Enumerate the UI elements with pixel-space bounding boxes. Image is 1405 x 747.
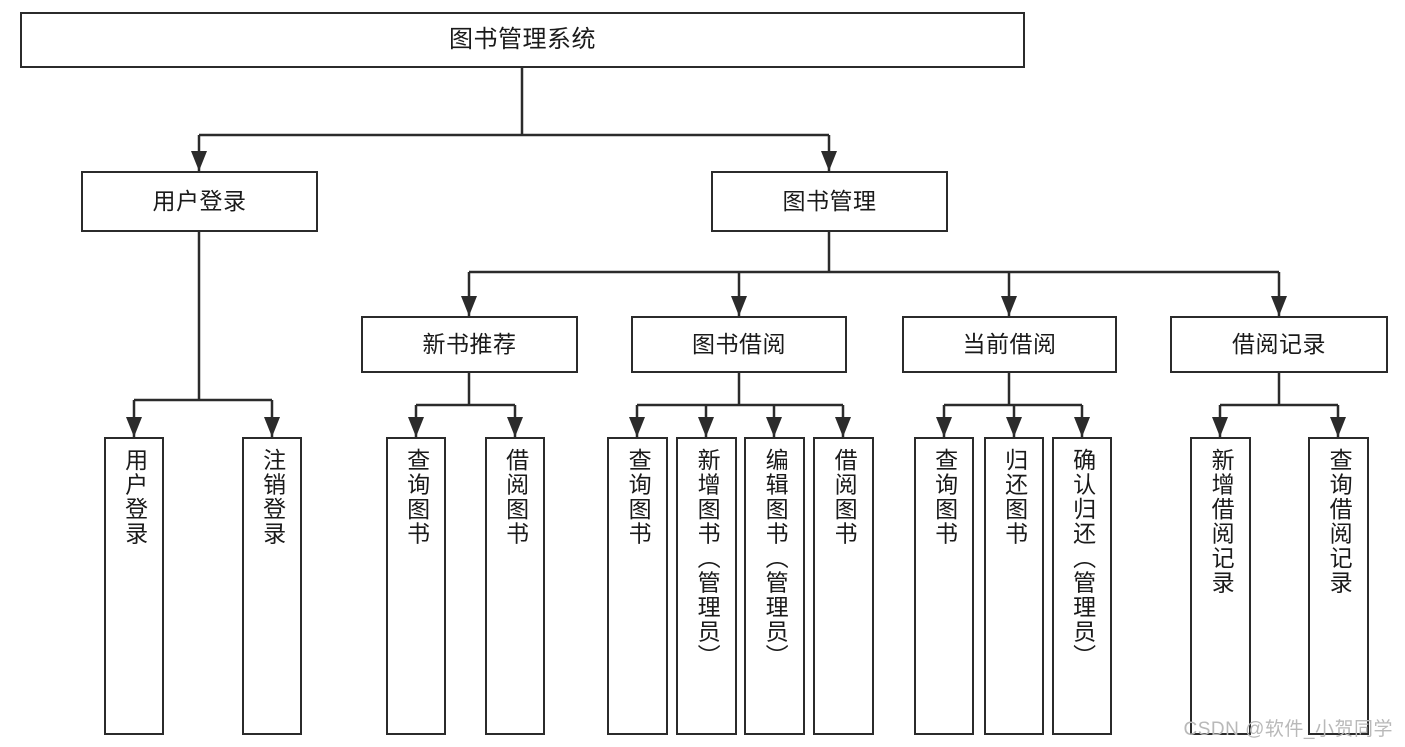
arrowhead-icon [408, 417, 424, 437]
node-l2b: 图书借阅 [631, 316, 847, 373]
arrowhead-icon [264, 417, 280, 437]
node-label: 借阅记录 [1232, 330, 1326, 357]
csdn-watermark: CSDN @软件_小贺同学 [1183, 719, 1393, 740]
node-f4: 借阅图书 [485, 437, 545, 735]
node-label: 新书推荐 [422, 330, 517, 357]
arrowhead-icon [1330, 417, 1346, 437]
arrowhead-icon [731, 296, 747, 316]
node-label: 借阅图书 [502, 448, 529, 546]
node-f5: 查询图书 [607, 437, 668, 735]
arrowhead-icon [835, 417, 851, 437]
arrowhead-icon [766, 417, 782, 437]
node-label: 编辑图书（管理员） [762, 448, 789, 669]
node-label: 查询图书 [403, 448, 430, 546]
arrowhead-icon [1006, 417, 1022, 437]
node-f13: 查询借阅记录 [1308, 437, 1369, 735]
arrowhead-icon [1074, 417, 1090, 437]
node-label: 用户登录 [152, 187, 247, 214]
node-root: 图书管理系统 [20, 12, 1025, 68]
node-f3: 查询图书 [386, 437, 446, 735]
node-l2a: 新书推荐 [361, 316, 578, 373]
arrowhead-icon [126, 417, 142, 437]
node-label: 新增图书（管理员） [694, 448, 721, 669]
node-l2d: 借阅记录 [1170, 316, 1388, 373]
node-l1a: 用户登录 [81, 171, 318, 232]
node-label: 查询图书 [931, 448, 958, 546]
node-label: 图书管理系统 [449, 25, 596, 53]
node-f1: 用户登录 [104, 437, 164, 735]
node-f11: 确认归还（管理员） [1052, 437, 1112, 735]
arrowhead-icon [461, 296, 477, 316]
node-label: 用户登录 [121, 448, 148, 546]
arrowhead-icon [821, 151, 837, 171]
node-f12: 新增借阅记录 [1190, 437, 1251, 735]
arrowhead-icon [1271, 296, 1287, 316]
arrowhead-icon [1001, 296, 1017, 316]
arrowhead-icon [629, 417, 645, 437]
node-f7: 编辑图书（管理员） [744, 437, 805, 735]
node-f8: 借阅图书 [813, 437, 874, 735]
node-l2c: 当前借阅 [902, 316, 1117, 373]
node-label: 确认归还（管理员） [1069, 448, 1096, 669]
node-label: 借阅图书 [831, 448, 858, 546]
node-label: 图书管理 [782, 187, 877, 214]
node-label: 查询图书 [625, 448, 652, 546]
arrowhead-icon [698, 417, 714, 437]
node-f2: 注销登录 [242, 437, 302, 735]
node-label: 注销登录 [259, 448, 286, 546]
node-l1b: 图书管理 [711, 171, 948, 232]
node-label: 图书借阅 [692, 330, 786, 357]
node-f9: 查询图书 [914, 437, 974, 735]
arrowhead-icon [936, 417, 952, 437]
arrowhead-icon [191, 151, 207, 171]
node-f6: 新增图书（管理员） [676, 437, 737, 735]
node-label: 归还图书 [1001, 448, 1028, 546]
node-label: 当前借阅 [962, 330, 1057, 357]
node-label: 新增借阅记录 [1208, 448, 1235, 595]
node-f10: 归还图书 [984, 437, 1044, 735]
node-label: 查询借阅记录 [1326, 448, 1353, 595]
arrowhead-icon [1212, 417, 1228, 437]
arrowhead-icon [507, 417, 523, 437]
